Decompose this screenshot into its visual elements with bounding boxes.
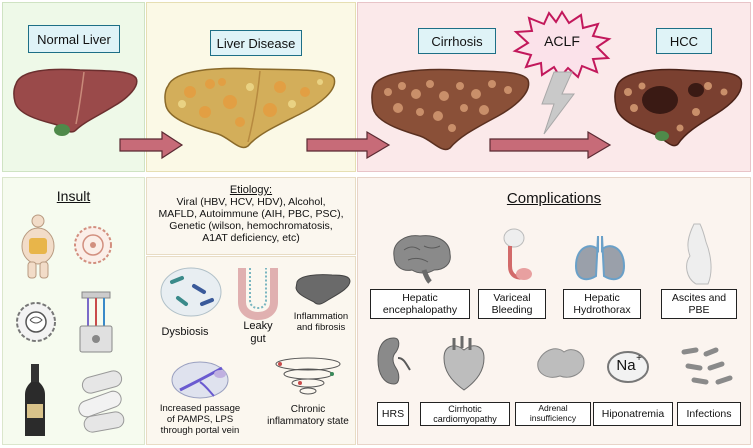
hiponatremia-box: Hiponatremia — [593, 402, 673, 426]
dysbiosis-label: Dysbiosis — [161, 326, 209, 338]
lightning-bolt-icon — [541, 71, 575, 135]
etiology-line-1: Viral (HBV, HCV, HDV), Alcohol, — [176, 196, 326, 208]
fatty-liver-icon — [164, 67, 336, 149]
etiology-title: Etiology: — [229, 184, 273, 196]
chronic-label-line-2: inflammatory state — [267, 416, 349, 427]
kidney-icon — [377, 337, 411, 385]
portal-vein-icon — [171, 361, 229, 399]
portal-label-line-1: Increased passage — [159, 403, 241, 414]
leaky-gut-icon — [238, 268, 278, 321]
leaky-gut-label-line-2: gut — [250, 333, 266, 345]
hrs-box: HRS — [377, 402, 409, 426]
pills-icon — [78, 370, 125, 433]
portal-label-line-2: of PAMPS, LPS — [166, 414, 234, 425]
hepatic-hydrothorax-box: Hepatic Hydrothorax — [563, 289, 641, 319]
normal-liver-icon — [13, 68, 138, 136]
stage-label-cirrhosis: Cirrhosis — [418, 28, 496, 54]
adrenal-gland-icon — [537, 348, 585, 378]
genetic-device-icon — [79, 291, 113, 353]
hepatic-encephalopathy-box: Hepatic encephalopathy — [370, 289, 470, 319]
chronic-label-line-1: Chronic — [290, 404, 326, 415]
bacteria-icon — [681, 347, 733, 385]
inflammation-label-line-1: Inflammation — [293, 311, 349, 322]
fibrotic-liver-icon — [295, 274, 351, 305]
etiology-panel — [146, 177, 356, 255]
progression-arrow-3 — [489, 130, 612, 160]
etiology-line-2: MAFLD, Autoimmune (AIH, PBC, PSC), — [158, 208, 344, 220]
heart-icon — [443, 336, 485, 391]
hcc-liver-icon — [614, 68, 743, 147]
insult-title: Insult — [56, 188, 91, 204]
abdomen-ascites-icon — [686, 223, 712, 285]
adrenal-insufficiency-box: Adrenal insufficiency — [515, 402, 591, 426]
variceal-bleeding-box: Variceal Bleeding — [478, 289, 546, 319]
virus-icon — [74, 226, 112, 264]
stage-label-liver-disease: Liver Disease — [210, 30, 302, 56]
bacteria-cluster-icon — [160, 267, 222, 317]
sodium-charge: + — [636, 353, 642, 364]
etiology-line-3: Genetic (wilson, hemochromatosis, — [169, 220, 333, 232]
inflammatory-spiral-icon — [275, 357, 341, 395]
complications-title: Complications — [506, 190, 602, 207]
sodium-icon — [607, 351, 649, 383]
brain-icon — [393, 235, 451, 284]
progression-arrow-1 — [119, 130, 184, 160]
inflammation-label-line-2: and fibrosis — [296, 322, 346, 333]
progression-arrow-2 — [306, 130, 391, 160]
infections-box: Infections — [677, 402, 741, 426]
wine-bottle-icon — [25, 364, 45, 436]
obese-person-icon — [21, 214, 55, 279]
leaky-gut-label-line-1: Leaky — [243, 320, 273, 332]
cell-receptor-icon — [16, 302, 56, 342]
cirrhotic-cardiomyopathy-box: Cirrhotic cardiomyopathy — [420, 402, 510, 426]
cirrhotic-liver-icon — [371, 68, 530, 151]
sodium-symbol: Na — [616, 357, 636, 374]
esophagus-icon — [503, 228, 532, 280]
portal-label-line-3: through portal vein — [160, 425, 240, 436]
ascites-pbe-box: Ascites and PBE — [661, 289, 737, 319]
etiology-line-4: A1AT deficiency, etc) — [202, 232, 300, 244]
stage-label-hcc: HCC — [656, 28, 712, 54]
stage-label-aclf: ACLF — [544, 33, 580, 49]
stage-label-normal-liver: Normal Liver — [28, 25, 120, 53]
lungs-icon — [574, 235, 626, 281]
